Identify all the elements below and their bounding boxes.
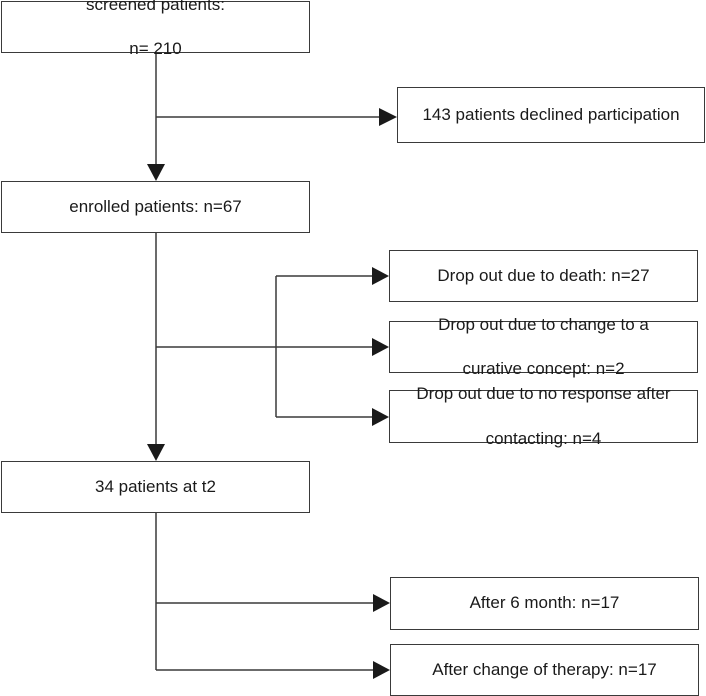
- dropout-no-response-line2: contacting: n=4: [485, 428, 602, 448]
- arrowhead-death: [372, 267, 389, 285]
- dropout-death-text: Drop out due to death: n=27: [437, 265, 650, 285]
- patients-t2-text: 34 patients at t2: [95, 476, 216, 496]
- dropout-death-box: Drop out due to death: n=27: [389, 250, 698, 302]
- arrowhead-no-response: [372, 408, 389, 426]
- patients-t2-box: 34 patients at t2: [1, 461, 310, 513]
- dropout-no-response-line1: Drop out due to no response after: [416, 384, 671, 404]
- arrowhead-declined: [379, 108, 397, 126]
- enrolled-text: enrolled patients: n=67: [69, 196, 242, 216]
- screened-patients-box: screened patients: n= 210: [1, 0, 310, 58]
- arrowhead-enrolled: [147, 164, 165, 181]
- dropout-curative-line1: Drop out due to change to a: [438, 314, 649, 334]
- after-therapy-change-box: After change of therapy: n=17: [390, 644, 699, 696]
- dropout-curative-line2: curative concept: n=2: [462, 359, 625, 379]
- screened-count: n= 210: [129, 39, 182, 59]
- screened-label: screened patients:: [86, 0, 225, 14]
- arrowhead-curative: [372, 338, 389, 356]
- arrowhead-t2: [147, 444, 165, 461]
- enrolled-patients-box: enrolled patients: n=67: [1, 181, 310, 233]
- after-6-month-box: After 6 month: n=17: [390, 577, 699, 630]
- arrowhead-6month: [373, 594, 390, 612]
- after-6-month-text: After 6 month: n=17: [469, 593, 620, 613]
- declined-box: 143 patients declined participation: [397, 87, 705, 143]
- dropout-curative-box: Drop out due to change to a curative con…: [389, 315, 698, 378]
- declined-text: 143 patients declined participation: [422, 104, 680, 124]
- arrowhead-therapy: [373, 661, 390, 679]
- after-therapy-change-text: After change of therapy: n=17: [432, 659, 657, 679]
- dropout-no-response-box: Drop out due to no response after contac…: [389, 384, 698, 448]
